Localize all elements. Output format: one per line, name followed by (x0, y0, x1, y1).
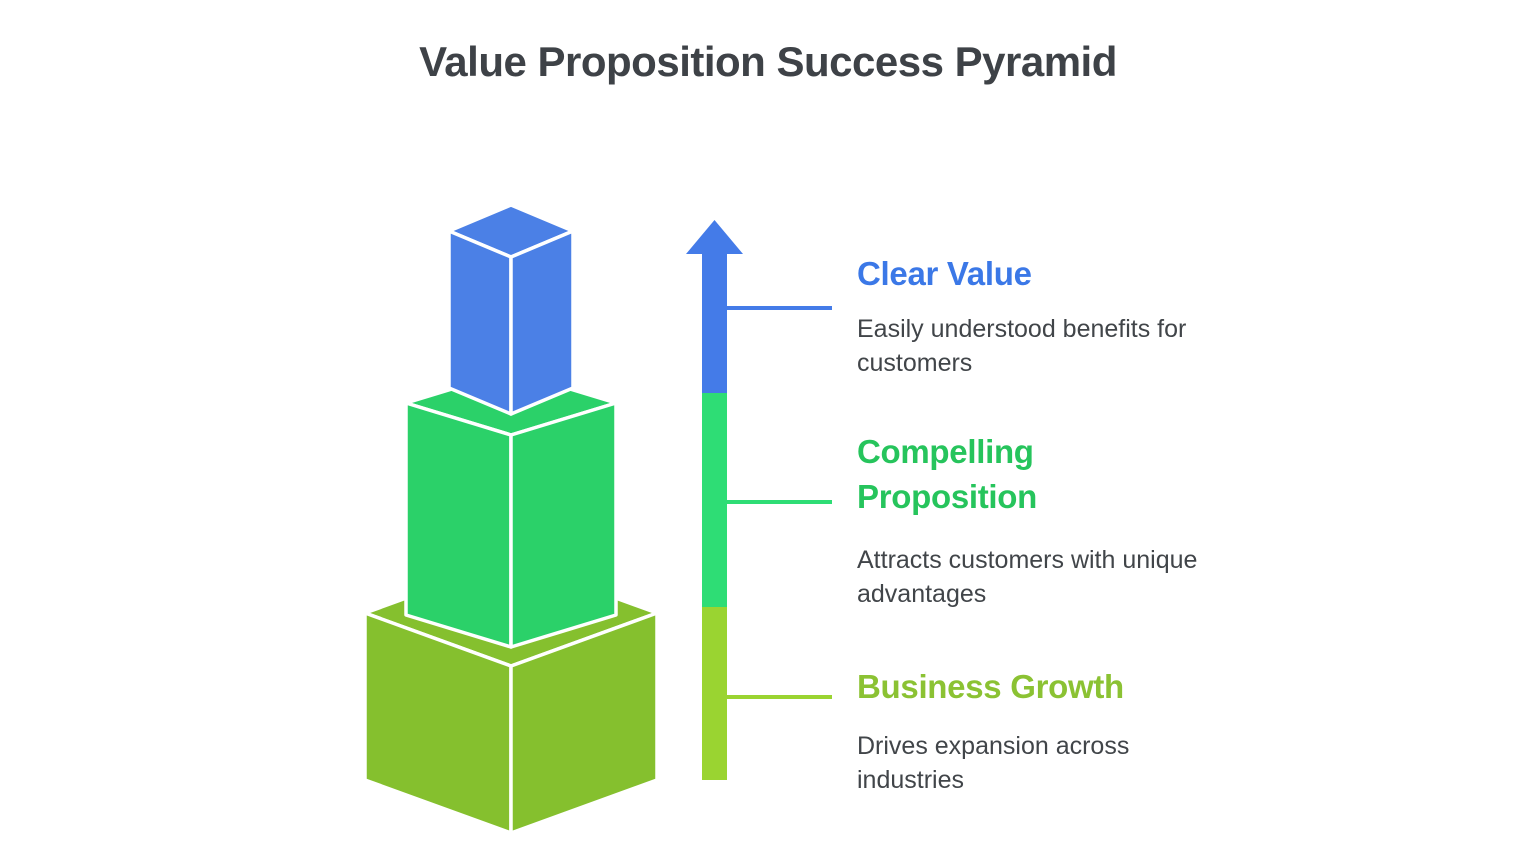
middle-block-right-face (509, 401, 618, 649)
arrow-head (686, 220, 743, 254)
section-heading-compelling-proposition: Compelling Proposition (857, 433, 1038, 515)
page-title: Value Proposition Success Pyramid (419, 38, 1117, 85)
middle-block-left-face (404, 401, 513, 649)
section-description-compelling-proposition: Attracts customers with unique advantage… (857, 546, 1198, 608)
section-heading-business-growth: Business Growth (857, 668, 1124, 705)
section-description-clear-value: Easily understood benefits for customers (857, 315, 1187, 377)
green-tick-line (727, 500, 832, 504)
bottom-block-right-face (509, 611, 659, 835)
arrow-shaft-blue-segment (702, 250, 727, 393)
top-block-right-face (509, 229, 575, 416)
arrow-shaft-green-segment (702, 393, 727, 607)
up-arrow-icon (686, 220, 832, 780)
arrow-shaft-lime-segment (702, 607, 727, 780)
section-heading-clear-value: Clear Value (857, 255, 1032, 292)
top-block-left-face (447, 229, 513, 416)
section-description-business-growth: Drives expansion across industries (857, 732, 1130, 794)
blue-tick-line (727, 306, 832, 310)
lime-tick-line (727, 695, 832, 699)
pyramid-top-block (447, 203, 575, 416)
